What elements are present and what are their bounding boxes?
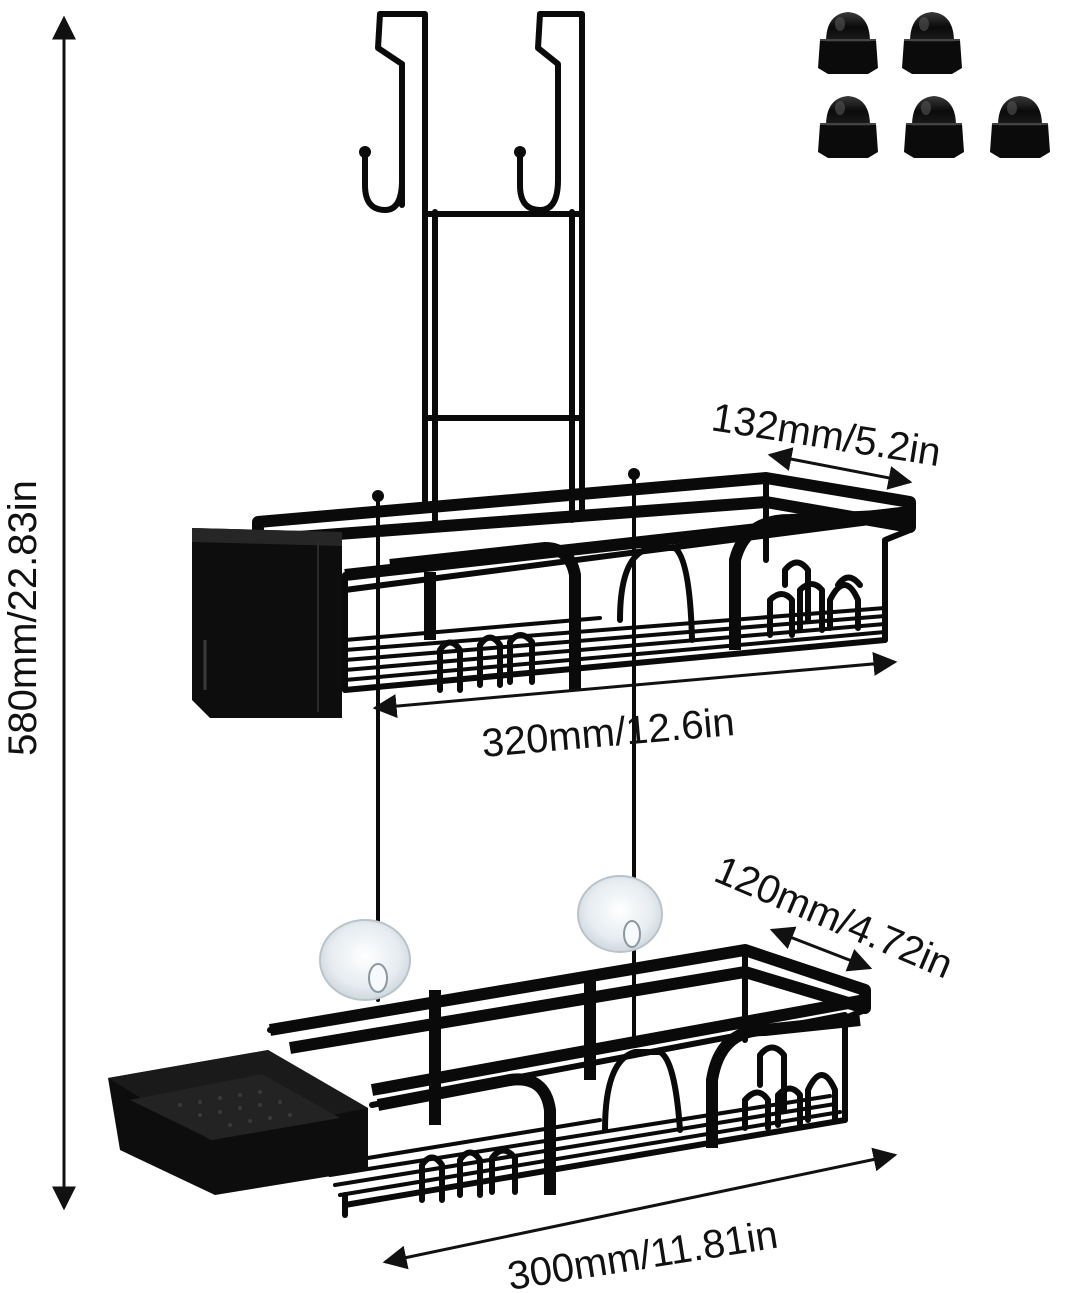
suction-cups xyxy=(319,875,663,1001)
end-cap-icon xyxy=(818,96,878,158)
top-width-label: 320mm/12.6in xyxy=(480,700,736,766)
bottom-width-label: 300mm/11.81in xyxy=(505,1213,781,1293)
end-cap-icon xyxy=(990,96,1050,158)
height-label: 580mm/22.83in xyxy=(1,480,45,756)
top-depth-dimension: 132mm/5.2in xyxy=(709,395,944,490)
height-dimension: 580mm/22.83in xyxy=(1,15,76,1211)
end-cap-icon xyxy=(818,12,878,74)
end-cap-icon xyxy=(904,96,964,158)
bottom-shelf xyxy=(108,944,871,1218)
end-caps-group xyxy=(818,12,1050,158)
top-shelf xyxy=(192,472,916,718)
end-cap-icon xyxy=(902,12,962,74)
top-depth-label: 132mm/5.2in xyxy=(709,395,944,475)
